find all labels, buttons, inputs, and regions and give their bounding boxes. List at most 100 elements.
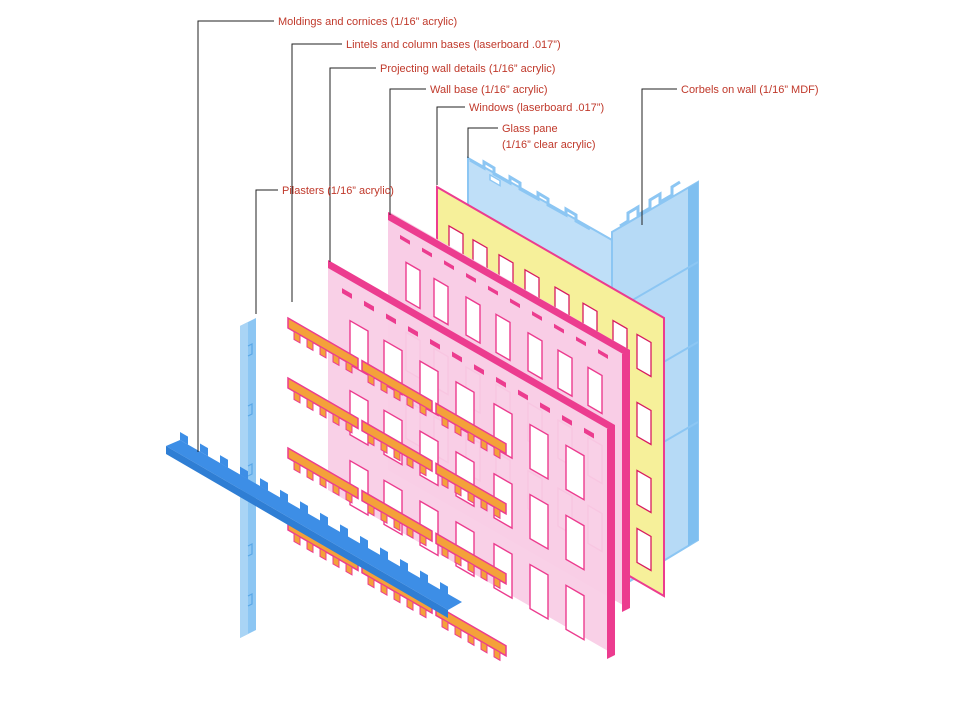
lintel-dentil <box>406 455 414 469</box>
lintel-dentil <box>441 545 449 560</box>
lintel-bar <box>287 446 359 500</box>
label-windows: Windows (laserboard .017”) <box>469 102 604 114</box>
projecting-tick <box>562 415 572 426</box>
lintel-dentil <box>345 420 353 434</box>
leader-lintels <box>291 43 342 302</box>
molding-tooth <box>300 501 308 514</box>
wall-opening <box>557 348 573 398</box>
wall-tick <box>510 298 520 309</box>
lintel-dentil <box>332 413 340 427</box>
projecting-opening <box>565 584 585 641</box>
callout-labels: Moldings and cornices (1/16” acrylic) Li… <box>278 16 819 197</box>
projecting-tick <box>496 376 506 388</box>
molding-tooth <box>200 443 208 457</box>
window-pane <box>636 333 652 378</box>
lintel-dentil <box>306 398 314 412</box>
molding-tooth <box>260 478 268 491</box>
lintel-dentil <box>406 525 414 539</box>
lintel-dentil <box>319 345 327 359</box>
projecting-tick <box>364 300 374 312</box>
lintel-dentil <box>419 533 427 547</box>
lintel-dentil <box>393 448 401 462</box>
lintel-dentil <box>332 353 340 367</box>
lintel-dentil <box>419 605 427 619</box>
molding-tooth <box>340 524 348 537</box>
label-lintels: Lintels and column bases (laserboard .01… <box>346 39 561 51</box>
lintel-dentil <box>467 632 475 647</box>
lintel-dentil <box>393 388 401 402</box>
lintel-bar <box>361 489 433 543</box>
lintel-dentil <box>367 433 375 447</box>
leader-corbels <box>641 88 677 225</box>
leader-moldings <box>197 20 274 452</box>
wall-opening <box>495 313 511 362</box>
lintel-dentil <box>454 423 462 437</box>
molding-tooth <box>180 432 188 445</box>
leader-wall-base <box>389 88 426 215</box>
leader-glass <box>467 127 498 158</box>
lintel-dentil <box>441 617 449 632</box>
lintel-bar <box>361 359 433 413</box>
lintel-dentil <box>306 338 314 352</box>
lintel-dentil <box>367 503 375 517</box>
leader-lines <box>197 20 677 452</box>
lintel-dentil <box>493 647 501 662</box>
lintel-dentil <box>393 518 401 532</box>
lintel-dentil <box>380 440 388 454</box>
molding-tooth <box>220 455 228 468</box>
lintel-dentil <box>345 562 353 576</box>
lintel-dentil <box>293 330 301 344</box>
lintel-dentil <box>467 560 475 575</box>
lintel-dentil <box>406 597 414 611</box>
lintel-dentil <box>319 475 327 489</box>
lintel-dentil <box>467 490 475 505</box>
leader-projecting <box>329 67 376 262</box>
label-moldings: Moldings and cornices (1/16” acrylic) <box>278 16 457 28</box>
molding-tooth <box>280 489 288 503</box>
lintel-bar <box>435 604 507 658</box>
lintel-dentil <box>480 568 488 582</box>
lintel-bar <box>287 376 359 430</box>
lintel-dentil <box>332 483 340 497</box>
lintel-dentil <box>480 498 488 512</box>
projecting-opening <box>529 423 549 481</box>
window-pane <box>636 527 652 572</box>
leader-pilasters <box>255 189 278 314</box>
lintel-dentil <box>419 463 427 477</box>
projecting-opening <box>565 514 585 571</box>
lintel-dentil <box>345 360 353 374</box>
wall-opening <box>587 366 603 415</box>
lintel-dentil <box>493 575 501 590</box>
lintel-bar <box>435 402 507 456</box>
lintel-dentil <box>293 532 301 546</box>
molding-tooth <box>440 582 448 595</box>
label-wall-base: Wall base (1/16” acrylic) <box>430 84 548 96</box>
wall-tick <box>444 260 454 271</box>
lintel-dentil <box>480 640 488 654</box>
lintel-dentil <box>454 483 462 497</box>
lintel-dentil <box>393 590 401 604</box>
molding-tooth <box>400 558 408 572</box>
wall-tick <box>488 285 498 296</box>
projecting-tick <box>584 427 594 439</box>
lintel-dentil <box>419 403 427 417</box>
projecting-tick <box>430 338 440 350</box>
lintel-dentil <box>454 625 462 639</box>
projecting-tick <box>518 389 528 401</box>
window-pane <box>636 401 652 446</box>
wall-opening <box>527 331 543 381</box>
lintel-dentil <box>293 390 301 404</box>
lintel-dentil <box>332 555 340 569</box>
molding-piece <box>166 432 462 618</box>
wall-tick <box>554 323 564 334</box>
wall-opening <box>405 261 421 310</box>
lintel-bar <box>435 462 507 516</box>
projecting-opening <box>529 563 549 621</box>
lintel-dentil <box>367 575 375 589</box>
wall-tick <box>466 273 476 283</box>
wall-tick <box>400 234 410 245</box>
lintel-dentil <box>493 445 501 460</box>
lintel-dentil <box>467 430 475 445</box>
lintel-dentil <box>306 540 314 554</box>
